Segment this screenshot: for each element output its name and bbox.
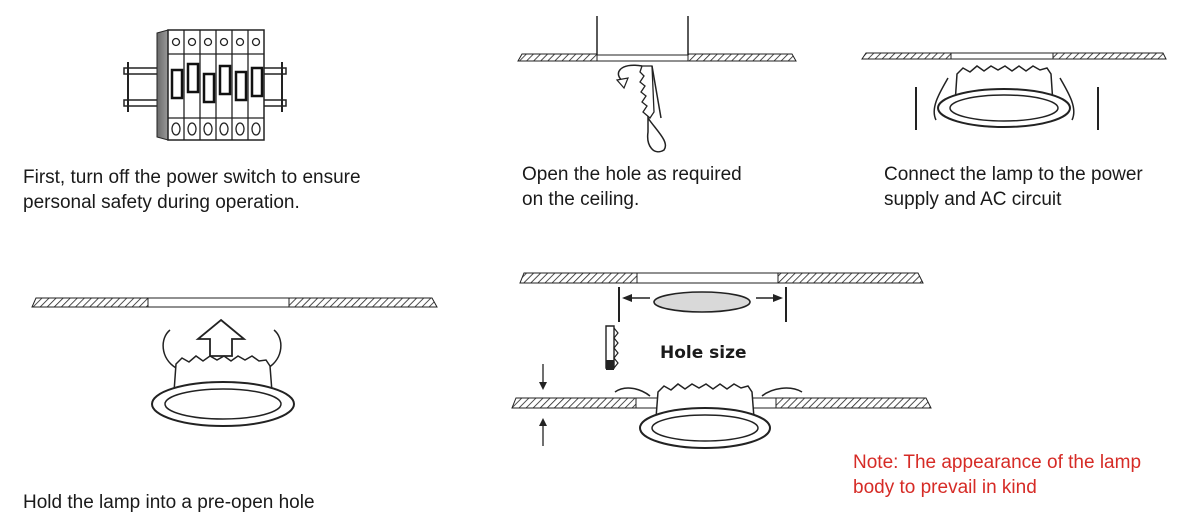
up-arrow-icon [195,318,247,357]
lamp-insert-icon [31,297,438,427]
hole-disc [653,291,751,313]
lamp-connect-icon [861,52,1167,130]
step4-caption: Hold the lamp into a pre-open hole [23,492,315,513]
hole-size-icon: Hole size [511,272,932,449]
ceiling-cutting-icon [517,16,797,153]
step2-caption: Open the hole as required on the ceiling… [522,164,742,210]
step1-caption: First, turn off the power switch to ensu… [23,167,361,213]
breaker-panel-icon [123,29,287,141]
note-text: Note: The appearance of the lamp body to… [853,452,1142,498]
hole-size-label: Hole size [660,343,747,363]
step3-caption: Connect the lamp to the power supply and… [884,164,1143,210]
